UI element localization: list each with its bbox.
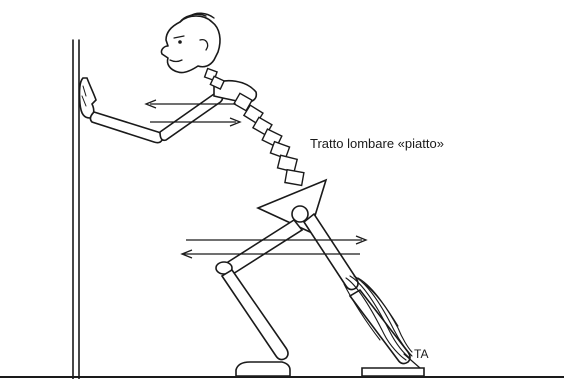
cervical-spine <box>205 69 225 90</box>
head <box>161 13 220 72</box>
tibia <box>222 270 288 360</box>
front-foot <box>236 362 290 376</box>
spine-vertebrae <box>234 93 304 185</box>
rear-femur <box>304 214 358 290</box>
femur <box>224 220 302 274</box>
ta-label: TA <box>414 347 428 361</box>
wall <box>73 40 79 379</box>
forearm <box>90 112 162 143</box>
upper-arm <box>160 93 223 141</box>
rear-foot <box>362 368 424 376</box>
lumbar-label: Tratto lombare «piatto» <box>310 136 444 151</box>
